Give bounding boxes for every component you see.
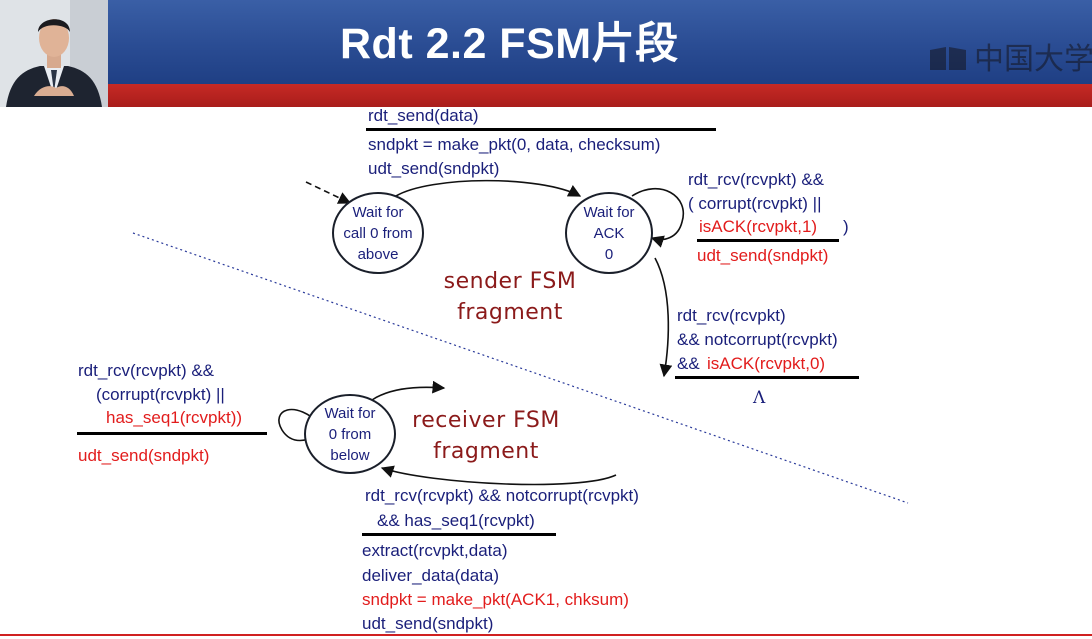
state-label-line: above <box>357 245 399 263</box>
sender-loop-event-label: ) <box>843 217 849 236</box>
receiver-loop-event-highlight: has_seq1(rcvpkt)) <box>106 408 243 427</box>
receiver-upper-arc-arrow <box>371 380 446 401</box>
receiver-label-line: receiver FSM <box>412 408 560 433</box>
sender-loop-event-highlight: isACK(rcvpkt,1) <box>699 217 818 236</box>
state-wait-for-call-0: Wait for call 0 from above <box>332 192 424 274</box>
state-label-line: ACK <box>593 224 625 242</box>
ack-event-highlight: isACK(rcvpkt,0) <box>707 354 826 373</box>
state-wait-for-0-from-below: Wait for 0 from below <box>304 394 396 474</box>
state-wait-for-ack-0: Wait for ACK 0 <box>565 192 653 274</box>
sender-fsm-handwritten-label: sender FSM fragment <box>430 266 590 328</box>
state-label-line: call 0 from <box>343 224 413 242</box>
presenter-video <box>0 0 108 107</box>
ack-transition-rule <box>675 376 859 379</box>
slide-title: Rdt 2.2 FSM片段 <box>340 20 679 68</box>
receive-transition-rule <box>362 533 556 536</box>
send-transition-arrow <box>395 179 582 197</box>
state-label-line: Wait for <box>352 203 404 221</box>
receiver-loop-action-label: udt_send(sndpkt) <box>78 446 210 465</box>
presenter-figure-icon <box>0 0 108 107</box>
state-label-line: below <box>330 446 370 464</box>
divider-dotted-line <box>132 232 909 504</box>
sender-loop-rule <box>697 239 839 242</box>
sender-loop-event-label: ( corrupt(rcvpkt) || <box>688 194 822 213</box>
state-label-line: 0 <box>604 245 614 263</box>
send-event-label: rdt_send(data) <box>368 106 479 125</box>
receiver-label-line: fragment <box>433 439 539 464</box>
receiver-loop-rule <box>77 432 267 435</box>
state-label-line: Wait for <box>324 404 376 422</box>
receiver-bottom-transition-arrow <box>380 465 617 486</box>
receive-event-label: rdt_rcv(rcvpkt) && notcorrupt(rcvpkt) <box>365 486 639 505</box>
watermark-text: 中国大学 <box>974 43 1092 76</box>
receive-event-label: && has_seq1(rcvpkt) <box>377 511 535 530</box>
state-label-line: 0 from <box>328 425 372 443</box>
receive-action-highlight: sndpkt = make_pkt(ACK1, chksum) <box>362 590 629 609</box>
book-logo-icon <box>930 47 966 70</box>
ack-event-label: && notcorrupt(rcvpkt) <box>677 330 838 349</box>
send-action-label: sndpkt = make_pkt(0, data, checksum) <box>368 135 661 154</box>
title-accent-strip <box>0 84 1092 107</box>
watermark: 中国大学 <box>928 40 1092 80</box>
ack-event-label: rdt_rcv(rcvpkt) <box>677 306 786 325</box>
sender-self-loop-arrow <box>631 187 685 248</box>
receive-action-label: extract(rcvpkt,data) <box>362 541 508 560</box>
initial-state-arrow <box>305 181 352 204</box>
title-banner <box>0 0 1092 84</box>
ack-transition-arrow <box>654 257 673 378</box>
send-transition-rule <box>366 128 716 131</box>
sender-loop-action-label: udt_send(sndpkt) <box>697 246 829 265</box>
sender-label-line: sender FSM <box>443 269 577 294</box>
sender-label-line: fragment <box>457 300 563 325</box>
receive-action-label: deliver_data(data) <box>362 566 500 585</box>
receiver-loop-event-label: rdt_rcv(rcvpkt) && <box>78 361 215 380</box>
ack-event-prefix: && <box>677 354 700 373</box>
sender-loop-event-label: rdt_rcv(rcvpkt) && <box>688 170 825 189</box>
receiver-loop-event-label: (corrupt(rcvpkt) || <box>96 385 225 404</box>
state-label-line: Wait for <box>583 203 635 221</box>
send-action-label: udt_send(sndpkt) <box>368 159 500 178</box>
lambda-action-label: Λ <box>753 388 766 408</box>
bottom-accent-line <box>0 634 1092 636</box>
receiver-fsm-handwritten-label: receiver FSM fragment <box>398 405 574 467</box>
receive-action-label: udt_send(sndpkt) <box>362 614 494 633</box>
